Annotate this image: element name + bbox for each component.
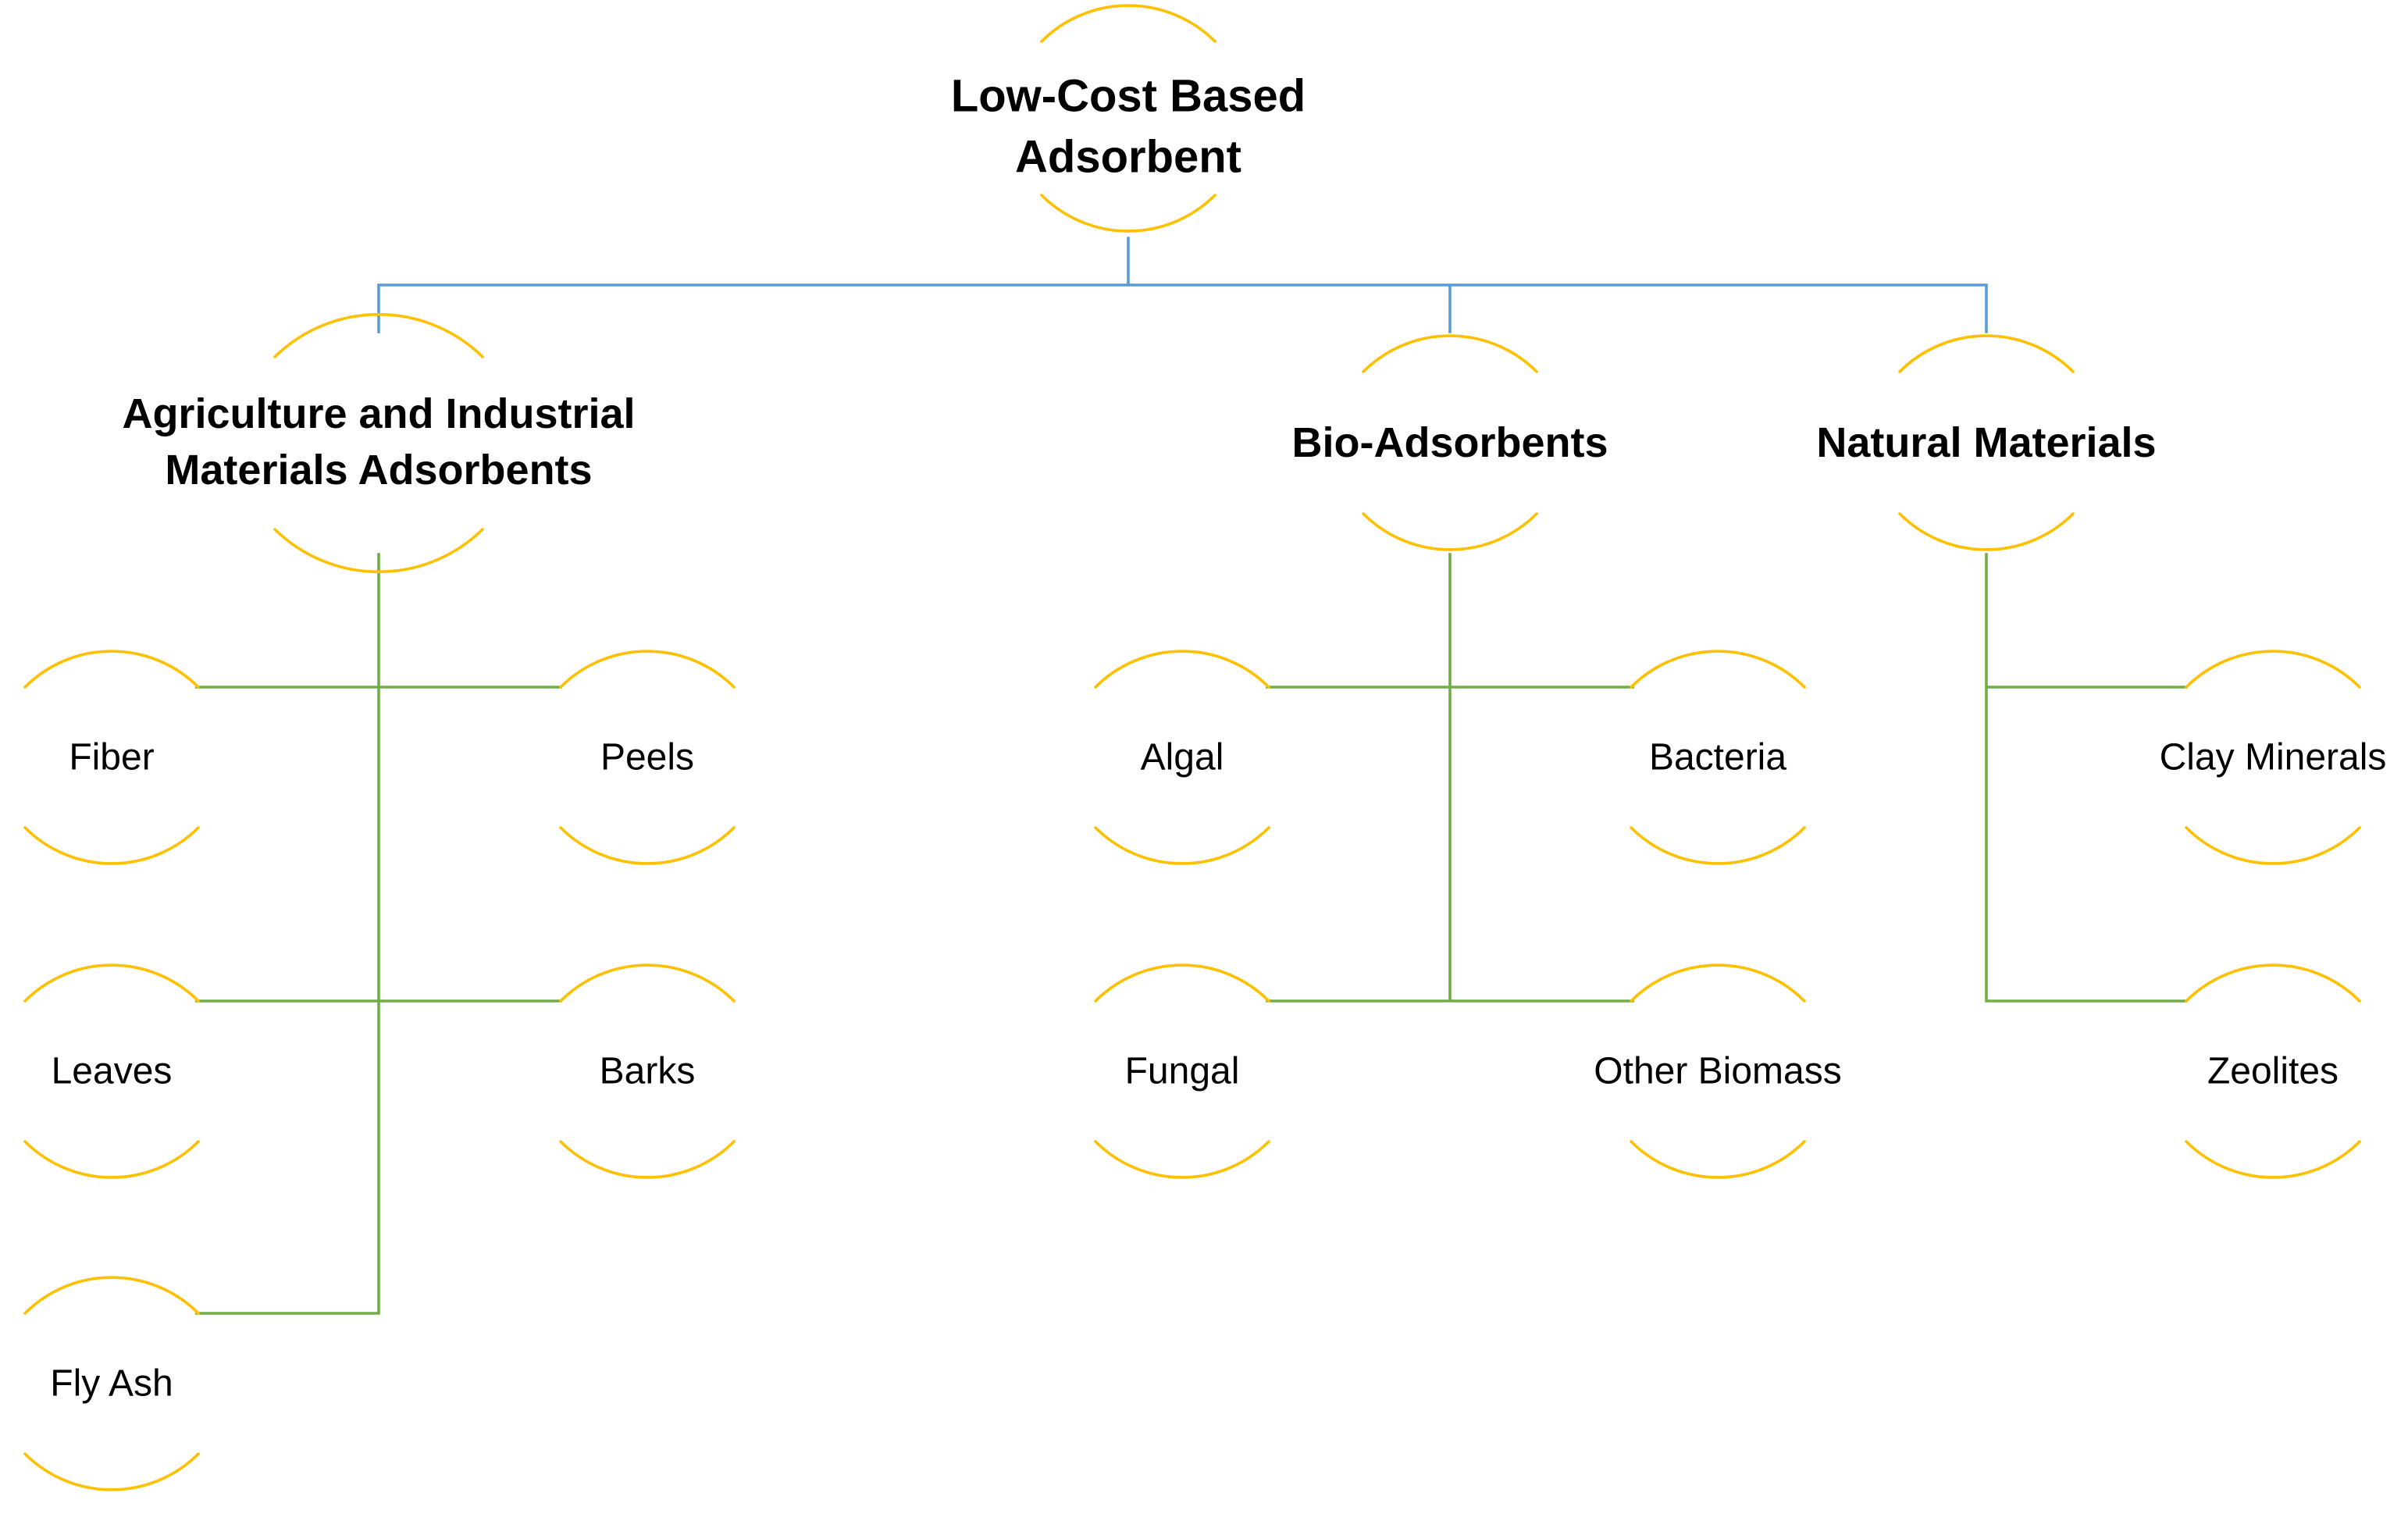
fiber-arc-top: [23, 650, 200, 689]
zeolites-label: Zeolites: [2207, 1051, 2339, 1092]
fiber-label: Fiber: [69, 737, 154, 778]
algal-label: Algal: [1141, 737, 1224, 778]
fly-ash-arc-top: [23, 1276, 200, 1315]
leaf-node-peels: Peels: [559, 650, 736, 865]
bio-arc-bottom: [1362, 512, 1538, 551]
fungal-label: Fungal: [1125, 1051, 1240, 1092]
clay-minerals-arc-bottom: [2185, 826, 2361, 865]
fiber-arc-bottom: [23, 826, 200, 865]
leaves-arc-top: [23, 964, 200, 1003]
other-biomass-arc-top: [1630, 964, 1806, 1003]
category-node-agri: Agriculture and Industrial Materials Ads…: [122, 312, 636, 574]
root-node: Low-Cost Based Adsorbent: [951, 4, 1306, 233]
peels-arc-top: [559, 650, 736, 689]
category-node-natural: Natural Materials: [1816, 334, 2157, 551]
other-biomass-arc-bottom: [1630, 1140, 1806, 1179]
bacteria-arc-top: [1630, 650, 1806, 689]
fungal-arc-top: [1094, 964, 1270, 1003]
natural-arc-bottom: [1898, 512, 2075, 551]
root-label-line-1: Low-Cost Based: [951, 71, 1306, 122]
root-arc-top: [1040, 4, 1216, 43]
peels-arc-bottom: [559, 826, 736, 865]
natural-label: Natural Materials: [1816, 419, 2156, 466]
bio-branch-connector: [1266, 553, 1634, 1003]
root-arc-bottom: [1040, 194, 1216, 233]
leaf-node-fungal: Fungal: [1094, 964, 1270, 1179]
category-node-bio: Bio-Adsorbents: [1292, 334, 1608, 551]
bio-arc-top: [1362, 334, 1538, 373]
leaf-node-fly-ash: Fly Ash: [23, 1276, 200, 1491]
leaf-node-other-biomass: Other Biomass: [1594, 964, 1842, 1179]
barks-arc-top: [559, 964, 736, 1003]
leaf-node-bacteria: Bacteria: [1630, 650, 1806, 865]
leaf-node-leaves: Leaves: [23, 964, 200, 1179]
bacteria-label: Bacteria: [1649, 737, 1786, 778]
leaf-node-zeolites: Zeolites: [2185, 964, 2361, 1179]
leaves-label: Leaves: [52, 1051, 173, 1092]
fungal-arc-bottom: [1094, 1140, 1270, 1179]
other-biomass-label: Other Biomass: [1594, 1051, 1841, 1092]
root-label-line-2: Adsorbent: [1015, 132, 1241, 183]
agri-arc-bottom: [273, 528, 484, 574]
clay-minerals-label: Clay Minerals: [2160, 737, 2387, 778]
natural-arc-top: [1898, 334, 2075, 373]
barks-arc-bottom: [559, 1140, 736, 1179]
root-connector: [377, 237, 1988, 333]
leaf-node-algal: Algal: [1094, 650, 1270, 865]
natural-branch-connector: [1985, 553, 2188, 1003]
fly-ash-arc-bottom: [23, 1452, 200, 1491]
peels-label: Peels: [600, 737, 694, 778]
zeolites-arc-top: [2185, 964, 2361, 1003]
leaf-node-barks: Barks: [559, 964, 736, 1179]
algal-arc-bottom: [1094, 826, 1270, 865]
agri-label-line-2: Materials Adsorbents: [165, 447, 592, 493]
algal-arc-top: [1094, 650, 1270, 689]
agri-label-line-1: Agriculture and Industrial: [122, 390, 635, 437]
leaves-arc-bottom: [23, 1140, 200, 1179]
barks-label: Barks: [600, 1051, 696, 1092]
leaf-node-clay-minerals: Clay Minerals: [2160, 650, 2387, 865]
bio-label: Bio-Adsorbents: [1292, 419, 1608, 466]
fly-ash-label: Fly Ash: [50, 1363, 173, 1405]
clay-minerals-arc-top: [2185, 650, 2361, 689]
leaf-node-fiber: Fiber: [23, 650, 200, 865]
agri-branch-connector: [195, 553, 562, 1315]
zeolites-arc-bottom: [2185, 1140, 2361, 1179]
connectors: [195, 237, 2188, 1315]
bacteria-arc-bottom: [1630, 826, 1806, 865]
agri-arc-top: [273, 312, 484, 358]
